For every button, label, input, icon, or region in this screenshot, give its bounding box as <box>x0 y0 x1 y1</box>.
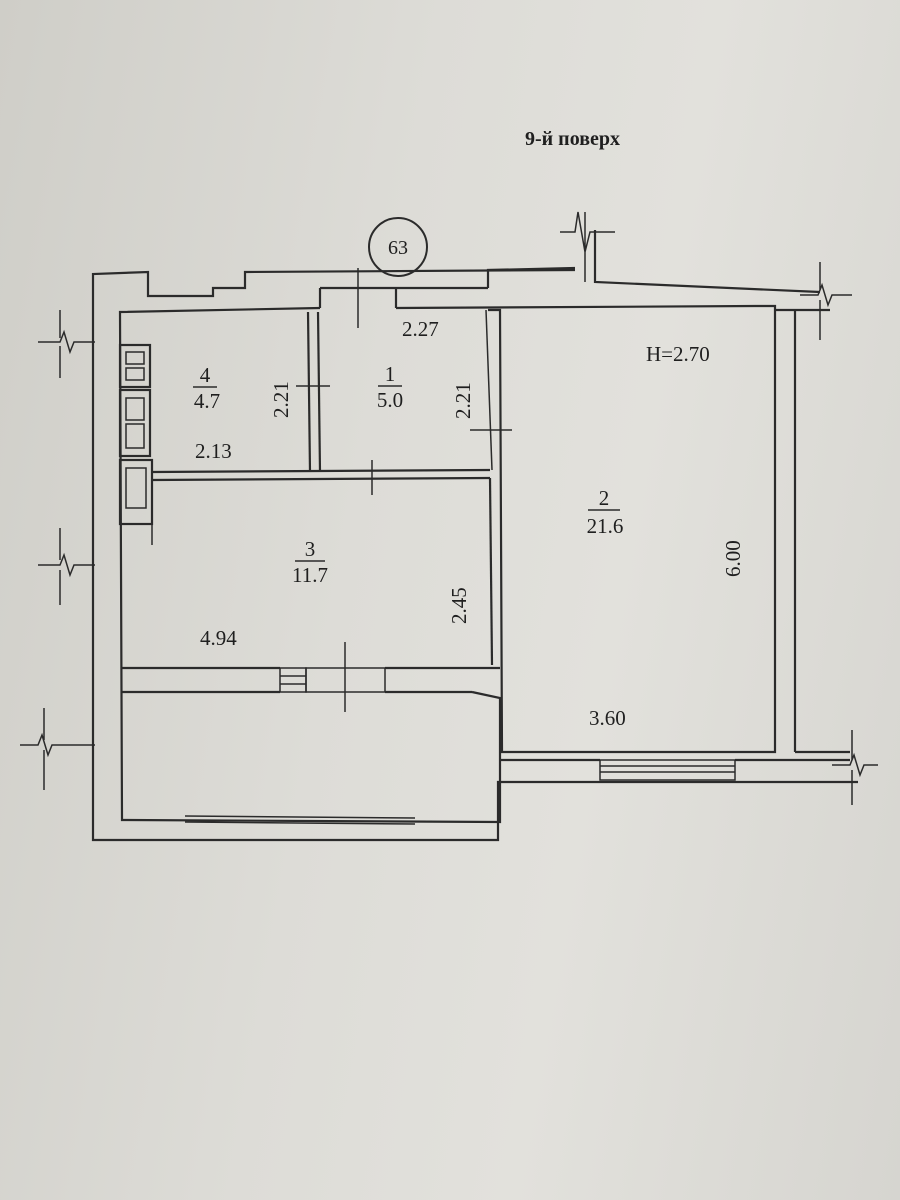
ventilation-shaft-1-inner-a <box>125 351 145 365</box>
partition-upper-rooms-top <box>151 468 491 474</box>
room-2-area: 21.6 <box>587 514 624 538</box>
outer-wall-inner-contour <box>118 306 502 824</box>
dimension-room-1-height: 2.21 <box>451 382 475 419</box>
dimension-room-2-height: 6.00 <box>721 540 745 577</box>
window-bottom-left-glass <box>184 821 416 825</box>
ventilation-shaft-2-inner-b <box>125 423 145 449</box>
room-3-area: 11.7 <box>292 563 328 587</box>
balcony-door-frame <box>279 667 307 693</box>
dimension-room-4-height: 2.21 <box>269 381 293 418</box>
room-2-walls <box>488 304 777 754</box>
ventilation-shaft-1-inner-b <box>125 367 145 381</box>
partition-room-1-room-2 <box>485 309 493 471</box>
room-3-right-wall <box>488 477 494 666</box>
partition-room-4-room-1-right <box>316 311 322 473</box>
ventilation-shaft-2-inner-a <box>125 397 145 421</box>
floor-label: 9-й поверх <box>525 128 620 150</box>
apartment-number: 63 <box>388 237 408 259</box>
dimension-room-4-width: 2.13 <box>195 439 232 463</box>
break-line-right-bottom <box>832 730 878 805</box>
room-4-number: 4 <box>200 363 211 387</box>
outer-wall-top-right-segment <box>486 266 576 288</box>
room-3-number: 3 <box>305 537 316 561</box>
break-line-left-middle <box>38 528 95 605</box>
dimension-room-3-width: 4.94 <box>200 626 237 650</box>
outer-wall-right-upper <box>593 230 821 294</box>
partition-upper-rooms-bottom <box>151 476 491 482</box>
ventilation-shaft-1 <box>118 343 152 389</box>
ventilation-shaft-3 <box>118 458 154 526</box>
partition-room-4-room-1-left <box>306 311 312 473</box>
top-wall-inner-right <box>395 304 756 310</box>
break-line-left-bottom <box>20 708 95 790</box>
window-bottom-left <box>184 815 416 819</box>
break-line-left-top <box>38 310 95 378</box>
room-4-area: 4.7 <box>194 389 220 413</box>
room-2-number: 2 <box>599 486 610 510</box>
dimension-room-1-width: 2.27 <box>402 317 439 341</box>
outer-wall-outer-contour <box>91 268 858 842</box>
ceiling-height: H=2.70 <box>646 342 710 366</box>
dimension-room-2-width: 3.60 <box>589 706 626 730</box>
apartment-number-circle <box>368 217 428 277</box>
ventilation-shaft-3-inner <box>125 467 147 509</box>
ventilation-shaft-2 <box>118 388 152 458</box>
break-line-right-top <box>800 262 852 340</box>
dimension-room-3-height: 2.45 <box>447 587 471 624</box>
room-1-number: 1 <box>385 362 396 386</box>
break-line-top <box>560 211 615 282</box>
window-room-2 <box>599 759 736 781</box>
room-1-area: 5.0 <box>377 388 403 412</box>
